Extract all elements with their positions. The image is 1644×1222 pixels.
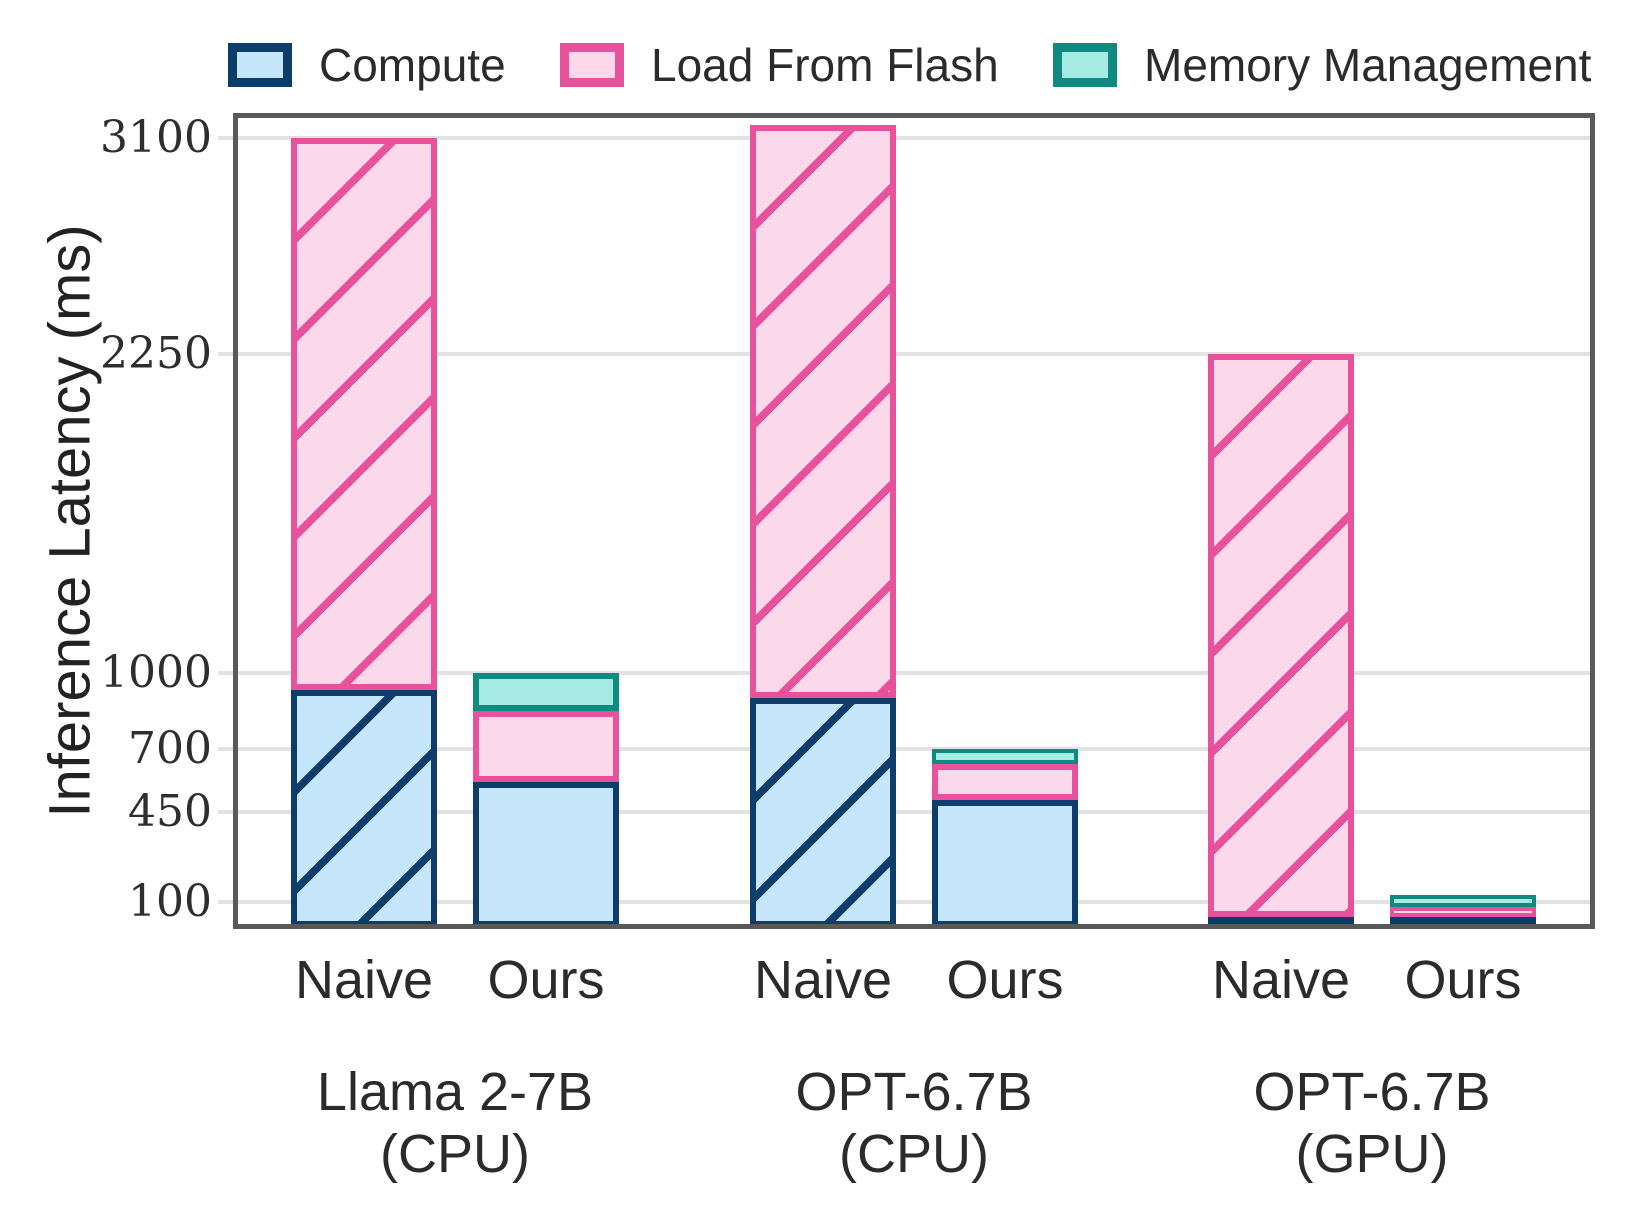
y-tick-label-3100: 3100 — [100, 112, 212, 164]
gridline-700 — [218, 746, 1595, 751]
legend-item-memory-management: Memory Management — [1053, 36, 1591, 94]
bar-opt-6-7b-gpu-naive-segment-load-from-flash — [1208, 354, 1354, 917]
bar-opt-6-7b-cpu-ours-segment-compute — [932, 799, 1078, 927]
x-tick-label-opt-6-7b-gpu-naive: Naive — [1211, 950, 1351, 1010]
legend-swatch-compute — [228, 43, 292, 87]
x-tick-label-opt-6-7b-cpu-naive: Naive — [753, 950, 893, 1010]
group-label-llama-2-7b-cpu: Llama 2-7B(CPU) — [317, 1061, 593, 1185]
group-label-line-2: (CPU) — [380, 1124, 530, 1184]
bar-opt-6-7b-gpu-ours-segment-compute — [1390, 916, 1536, 927]
y-tick-label-700: 700 — [128, 722, 212, 774]
bar-llama-2-7b-cpu-ours-segment-memory-management — [473, 672, 619, 711]
gridline-450 — [218, 810, 1595, 815]
x-tick-label-llama-2-7b-cpu-ours: Ours — [487, 950, 605, 1010]
bar-llama-2-7b-cpu-ours-segment-load-from-flash — [473, 710, 619, 782]
legend-item-compute: Compute — [228, 36, 506, 94]
x-tick-label-opt-6-7b-gpu-ours: Ours — [1404, 950, 1522, 1010]
gridline-3100 — [218, 136, 1595, 141]
x-tick-label-opt-6-7b-cpu-ours: Ours — [946, 950, 1064, 1010]
bar-opt-6-7b-cpu-ours-segment-load-from-flash — [932, 764, 1078, 800]
gridline-100 — [218, 899, 1595, 904]
bar-opt-6-7b-gpu-ours-segment-memory-management — [1390, 895, 1536, 907]
group-label-line-1: OPT-6.7B — [795, 1062, 1033, 1122]
x-tick-label-llama-2-7b-cpu-naive: Naive — [294, 950, 434, 1010]
legend-item-load-from-flash: Load From Flash — [560, 36, 999, 94]
bar-llama-2-7b-cpu-naive-segment-load-from-flash — [291, 138, 437, 691]
plot-area — [218, 113, 1595, 929]
legend-label-load-from-flash: Load From Flash — [651, 39, 999, 91]
group-label-line-2: (CPU) — [839, 1124, 989, 1184]
legend-label-compute: Compute — [319, 39, 506, 91]
bar-opt-6-7b-gpu-ours-segment-load-from-flash — [1390, 906, 1536, 917]
bar-opt-6-7b-cpu-ours-segment-memory-management — [932, 748, 1078, 765]
bar-opt-6-7b-gpu-naive-segment-compute — [1208, 916, 1354, 927]
bar-opt-6-7b-cpu-naive-segment-load-from-flash — [750, 125, 896, 698]
bar-opt-6-7b-cpu-naive-segment-compute — [750, 697, 896, 927]
legend-swatch-memory-management — [1053, 43, 1117, 87]
bar-llama-2-7b-cpu-naive-segment-compute — [291, 690, 437, 927]
group-label-opt-6-7b-gpu: OPT-6.7B(GPU) — [1253, 1061, 1490, 1185]
group-label-line-1: OPT-6.7B — [1253, 1062, 1491, 1122]
group-label-line-1: Llama 2-7B — [316, 1062, 594, 1122]
gridline-2250 — [218, 352, 1595, 357]
y-tick-label-100: 100 — [128, 875, 212, 927]
y-tick-label-450: 450 — [128, 786, 212, 838]
bar-llama-2-7b-cpu-ours-segment-compute — [473, 781, 619, 927]
legend-label-memory-management: Memory Management — [1144, 39, 1592, 91]
legend-swatch-load-from-flash — [560, 43, 624, 87]
group-label-opt-6-7b-cpu: OPT-6.7B(CPU) — [795, 1061, 1032, 1185]
gridline-1000 — [218, 670, 1595, 675]
y-tick-label-1000: 1000 — [100, 646, 212, 698]
group-label-line-2: (GPU) — [1295, 1124, 1449, 1184]
y-tick-label-2250: 2250 — [100, 328, 212, 380]
